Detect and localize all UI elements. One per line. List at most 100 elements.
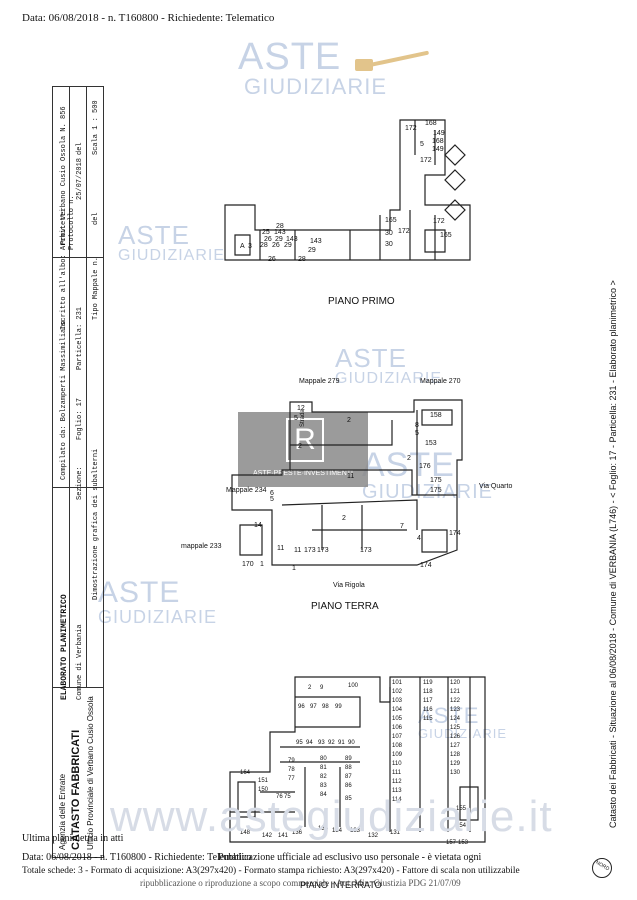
- foglio: Foglio: 17: [76, 397, 84, 440]
- del-protocollo: del: [76, 142, 84, 155]
- ufficio: Ufficio Provinciale di Verbano Cusio Oss…: [86, 696, 95, 850]
- svg-text:102: 102: [392, 689, 403, 695]
- svg-text:5: 5: [420, 141, 424, 148]
- svg-text:128: 128: [450, 752, 461, 758]
- svg-text:118: 118: [423, 689, 433, 695]
- svg-text:135: 135: [318, 826, 329, 832]
- del-tipo: del: [92, 212, 100, 225]
- svg-text:91: 91: [338, 740, 345, 746]
- watermark-aste: ASTE: [238, 36, 342, 78]
- svg-text:94: 94: [306, 740, 313, 746]
- svg-text:12: 12: [297, 405, 305, 412]
- via-rigola: Via Rigola: [333, 582, 365, 589]
- svg-text:148: 148: [240, 830, 251, 836]
- via-quarto: Via Quarto: [479, 483, 513, 490]
- watermark-giudiziarie: GIUDIZIARIE: [118, 247, 226, 264]
- mappale-270: Mappale 270: [420, 378, 461, 385]
- watermark-aste: ASTE: [118, 220, 190, 250]
- svg-text:155: 155: [456, 806, 467, 812]
- svg-text:143: 143: [310, 238, 322, 245]
- svg-text:75: 75: [284, 794, 291, 800]
- svg-text:130: 130: [450, 770, 461, 776]
- svg-text:132: 132: [368, 833, 379, 839]
- svg-text:101: 101: [392, 680, 403, 686]
- svg-text:153: 153: [458, 840, 469, 846]
- footer-line3: ripubblicazione o riproduzione a scopo c…: [140, 878, 461, 888]
- svg-text:11: 11: [277, 545, 284, 552]
- svg-text:119: 119: [423, 680, 433, 686]
- svg-text:126: 126: [450, 734, 461, 740]
- svg-text:5: 5: [270, 496, 274, 503]
- footer-line1b: Pubblicazione ufficiale ad esclusivo uso…: [218, 852, 482, 863]
- svg-text:165: 165: [385, 217, 397, 224]
- svg-text:8: 8: [415, 422, 419, 429]
- svg-text:78: 78: [288, 767, 295, 773]
- svg-text:110: 110: [392, 761, 402, 767]
- sezione: Sezione:: [76, 466, 84, 500]
- svg-text:3: 3: [248, 243, 252, 250]
- watermark-right: ASTE GIUDIZIARIE: [362, 448, 493, 502]
- svg-text:123: 123: [450, 707, 461, 713]
- svg-text:111: 111: [392, 770, 402, 776]
- svg-text:82: 82: [320, 774, 327, 780]
- svg-text:1: 1: [292, 565, 296, 572]
- svg-text:149: 149: [432, 146, 444, 153]
- svg-text:11: 11: [294, 547, 301, 554]
- svg-text:85: 85: [345, 796, 352, 802]
- svg-text:170: 170: [242, 561, 254, 568]
- svg-text:86: 86: [345, 783, 352, 789]
- svg-text:95: 95: [296, 740, 303, 746]
- svg-text:125: 125: [450, 725, 461, 731]
- svg-text:29: 29: [308, 247, 316, 254]
- svg-text:141: 141: [278, 833, 289, 839]
- watermark-lower: ASTE GIUDIZIARIE: [98, 578, 217, 627]
- right-caption: Catasto dei Fabbricati - Situazione al 0…: [608, 280, 618, 828]
- piano-terra-label: PIANO TERRA: [311, 601, 379, 612]
- watermark-aste: ASTE: [335, 343, 407, 373]
- svg-text:5: 5: [415, 430, 419, 437]
- piano-primo-label: PIANO PRIMO: [328, 296, 395, 307]
- svg-text:143: 143: [274, 229, 286, 236]
- info-panel: [52, 86, 104, 858]
- svg-text:83: 83: [320, 783, 327, 789]
- svg-text:97: 97: [310, 704, 317, 710]
- svg-text:2: 2: [347, 417, 351, 424]
- center-logo-sub: ASTE·PRESTE·INVESTIMENTI: [253, 470, 353, 477]
- data-protocollo: 25/07/2018: [76, 157, 84, 200]
- svg-text:5: 5: [294, 415, 298, 422]
- svg-text:175: 175: [430, 487, 442, 494]
- svg-text:133: 133: [350, 828, 361, 834]
- footer-line2: Totale schede: 3 - Formato di acquisizio…: [22, 866, 520, 876]
- svg-text:172: 172: [405, 125, 417, 132]
- svg-text:89: 89: [345, 756, 352, 762]
- svg-text:115: 115: [423, 716, 433, 722]
- svg-text:28: 28: [298, 256, 306, 263]
- svg-text:121: 121: [450, 689, 461, 695]
- piano-interrato-label: PIANO INTERRATO: [300, 880, 382, 890]
- svg-text:175: 175: [430, 477, 442, 484]
- strada-label: Strada: [300, 409, 306, 427]
- svg-text:134: 134: [332, 828, 343, 834]
- mappale-233: mappale 233: [181, 543, 222, 550]
- svg-text:173: 173: [304, 547, 316, 554]
- dimostrazione: Dimostrazione grafica dei subalterni: [92, 448, 100, 600]
- gavel-icon: [355, 45, 435, 90]
- svg-text:80: 80: [320, 756, 327, 762]
- svg-text:172: 172: [433, 218, 445, 225]
- svg-text:81: 81: [320, 765, 327, 771]
- svg-text:113: 113: [392, 788, 402, 794]
- svg-text:173: 173: [317, 547, 329, 554]
- elaborato-title: ELABORATO PLANIMETRICO: [60, 594, 69, 700]
- svg-text:11: 11: [347, 473, 354, 480]
- svg-text:154: 154: [456, 823, 467, 829]
- svg-text:100: 100: [348, 683, 359, 689]
- svg-text:124: 124: [450, 716, 461, 722]
- footer-ultima: Ultima planimetria in atti: [22, 833, 124, 844]
- comune: Comune di Verbania: [76, 624, 84, 700]
- svg-text:157: 157: [446, 840, 457, 846]
- svg-text:129: 129: [450, 761, 461, 767]
- svg-text:9: 9: [320, 685, 324, 691]
- svg-text:107: 107: [392, 734, 403, 740]
- svg-text:77: 77: [288, 776, 295, 782]
